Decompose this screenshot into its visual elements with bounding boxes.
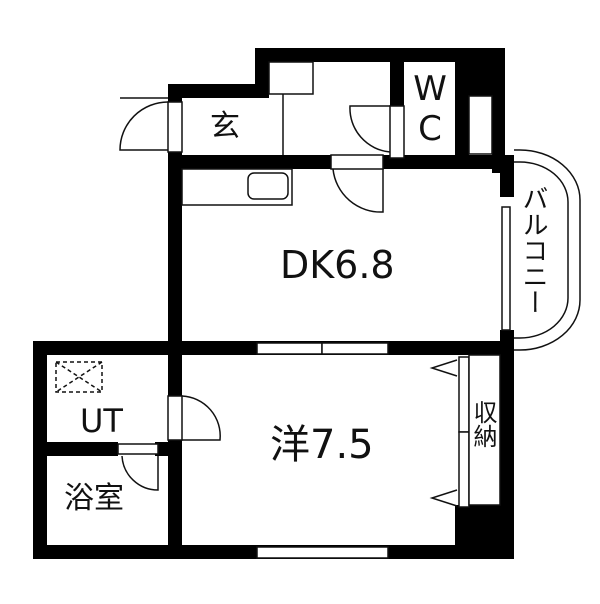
room-label-balcony: バルコニー [518, 185, 548, 315]
room-label-bath: 浴室 [64, 481, 124, 516]
room-label-dk: DK6.8 [280, 243, 395, 287]
room-label-ut: UT [80, 402, 123, 440]
room-label-storage: 収納 [469, 400, 497, 448]
wall-top [255, 48, 500, 62]
wall-dk-left [168, 155, 182, 355]
room-label-genkan: 玄 [210, 109, 240, 144]
room-label-western: 洋7.5 [270, 422, 374, 468]
room-label-wc-c: C [418, 109, 442, 149]
room-label-wc-w: W [413, 69, 447, 109]
